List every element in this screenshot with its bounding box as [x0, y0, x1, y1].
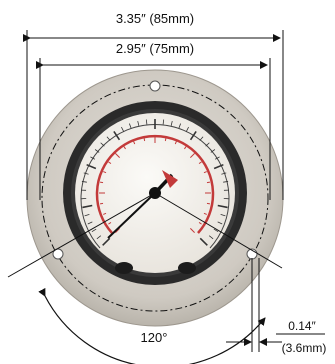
dial-tick [106, 136, 111, 141]
dial-tick [185, 126, 189, 132]
dial-tick [223, 181, 229, 183]
bolt-circle-diameter-label: 2.95″ (75mm) [116, 41, 194, 56]
dial-red-tick [99, 202, 104, 205]
dial-tick [220, 213, 226, 217]
dial-tick [84, 213, 90, 217]
red-limit-marker [162, 170, 178, 188]
dial-tick [199, 237, 208, 246]
dial-tick [91, 228, 97, 233]
dial-tick [213, 228, 219, 233]
hole-angle-label: 120° [141, 330, 168, 345]
dial-ticks [81, 119, 229, 246]
dial-tick [100, 142, 105, 147]
dial-red-tick [190, 228, 195, 233]
dial-red-tick [143, 137, 146, 142]
dial-tick [217, 221, 223, 225]
dial-red-tick [133, 141, 136, 145]
dial-tick [213, 163, 224, 170]
dial-tick [129, 123, 132, 129]
dial-tick [121, 126, 125, 132]
dial-red-tick [99, 181, 104, 184]
dial-tick [113, 131, 121, 141]
dial-tick [210, 149, 216, 153]
dial-tick [137, 120, 140, 126]
dial-tick [87, 221, 93, 225]
hole-diameter-in-label: 0.14″ [288, 319, 316, 333]
dial-tick [90, 156, 95, 160]
dial-tick [82, 204, 93, 209]
dial-red-tick [103, 171, 107, 174]
dial-red-tick [115, 228, 120, 233]
dial-tick [94, 149, 100, 153]
dial-red-tick [206, 181, 211, 184]
dial-tick [208, 235, 214, 240]
dial-tick [221, 172, 227, 175]
hole-diameter-mm-label: (3.6mm) [282, 341, 327, 355]
dial-red-tick [198, 222, 202, 225]
dial-red-tick [108, 161, 112, 164]
dial-tick [205, 142, 210, 147]
dial-red-tick [115, 153, 120, 158]
dial-tick [86, 163, 97, 170]
bezel-foot-left [115, 262, 133, 274]
dial-tick [162, 119, 165, 125]
angle-leg-left [7, 192, 156, 278]
dial-tick [199, 136, 204, 141]
flange-diameter-label: 3.35″ (85mm) [116, 11, 194, 26]
dial-red-tick [203, 212, 207, 215]
dial-tick [102, 237, 111, 246]
bezel-foot-right [178, 262, 196, 274]
dial-red-tick [164, 137, 167, 142]
dial-red-tick [108, 222, 112, 225]
dial-red-tick [198, 161, 202, 164]
angle-leg-right [154, 192, 283, 269]
dial-tick [178, 123, 181, 129]
dial-tick [81, 181, 87, 183]
dial-red-tick [203, 171, 207, 174]
dial-red-scale [95, 134, 215, 234]
dial-tick [215, 156, 220, 160]
mounting-hole-top [149, 80, 161, 92]
dial-red-tick [103, 212, 107, 215]
dial-red-tick [123, 146, 126, 150]
dial-red-tick [190, 153, 195, 158]
dial-tick [189, 131, 197, 141]
dial-tick [170, 120, 173, 126]
angle-arc [38, 287, 266, 364]
dial-red-tick [206, 202, 211, 205]
dial-red-tick [184, 146, 187, 150]
dial-red-tick [174, 141, 177, 145]
dial-tick [145, 119, 148, 125]
dial-tick [96, 235, 102, 240]
dial-tick [83, 172, 89, 175]
dial-tick [217, 204, 228, 209]
